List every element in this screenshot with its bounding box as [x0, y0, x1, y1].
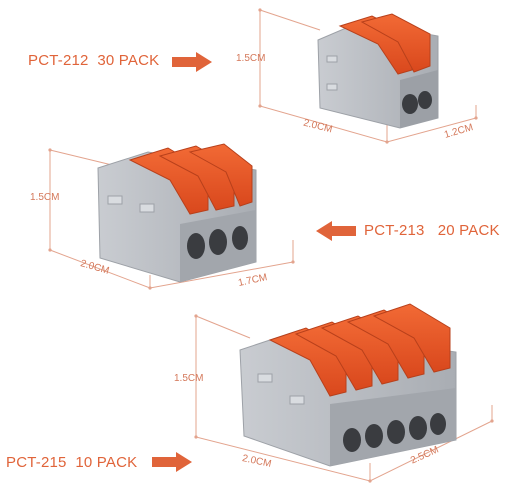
model-name: PCT-215 — [6, 454, 67, 471]
model-name: PCT-212 — [28, 52, 89, 69]
arrow-right-icon — [172, 52, 212, 72]
height-dimension: 1.5CM — [30, 192, 60, 203]
pack-count: 10 PACK — [75, 454, 138, 471]
height-dimension: 1.5CM — [236, 53, 266, 64]
pack-count: 30 PACK — [97, 52, 160, 69]
arrow-left-icon — [316, 221, 356, 241]
product-label-pct-212: PCT-212 30 PACK — [28, 52, 159, 69]
model-name: PCT-213 — [364, 222, 425, 239]
arrow-right-icon — [152, 452, 192, 472]
product-label-pct-215: PCT-215 10 PACK — [6, 454, 137, 471]
height-dimension: 1.5CM — [174, 373, 204, 384]
pack-count: 20 PACK — [437, 222, 500, 239]
product-label-pct-213: PCT-213 20 PACK — [364, 222, 500, 239]
